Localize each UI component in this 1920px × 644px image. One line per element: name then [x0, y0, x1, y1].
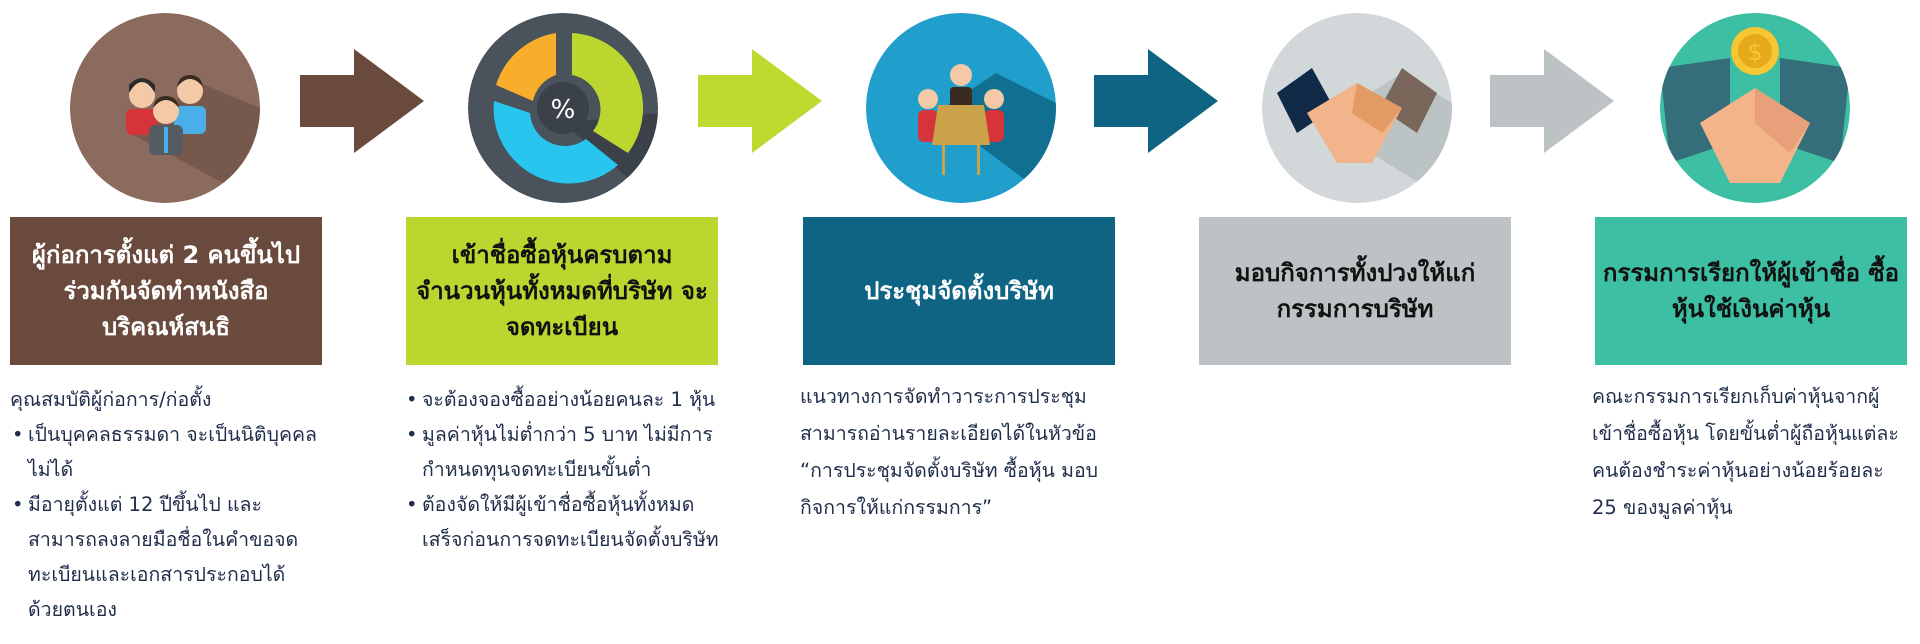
founders-group-icon [70, 13, 260, 203]
step-3-title: ประชุมจัดตั้งบริษัท [803, 217, 1115, 365]
meeting-icon [866, 13, 1056, 203]
flow-arrow-4 [1490, 49, 1614, 153]
percent-pie-chart-icon: % [468, 13, 658, 203]
handshake-icon [1262, 13, 1452, 203]
step-1-bullet: เป็นบุคคลธรรมดา จะเป็นนิติบุคคลไม่ได้ [10, 417, 320, 487]
coin-handshake-icon: $ [1660, 13, 1850, 203]
step-1-title: ผู้ก่อการตั้งแต่ 2 คนขึ้นไป ร่วมกันจัดทำ… [10, 217, 322, 365]
flow-arrow-3 [1094, 49, 1218, 153]
step-2-description: จะต้องจองซื้ออย่างน้อยคนละ 1 หุ้น มูลค่า… [404, 382, 734, 557]
step-3-intro: แนวทางการจัดทำวาระการประชุมสามารถอ่านราย… [800, 385, 1099, 519]
step-1-description: คุณสมบัติผู้ก่อการ/ก่อตั้ง เป็นบุคคลธรรม… [10, 382, 320, 627]
step-3-description: แนวทางการจัดทำวาระการประชุมสามารถอ่านราย… [800, 378, 1100, 526]
step-2-title: เข้าชื่อซื้อหุ้นครบตาม จำนวนหุ้นทั้งหมดท… [406, 217, 718, 365]
step-2-bullet: มูลค่าหุ้นไม่ต่ำกว่า 5 บาท ไม่มีการกำหนด… [404, 417, 734, 487]
svg-text:%: % [551, 95, 576, 125]
step-4-title: มอบกิจการทั้งปวงให้แก่ กรรมการบริษัท [1199, 217, 1511, 365]
step-2-bullet: จะต้องจองซื้ออย่างน้อยคนละ 1 หุ้น [404, 382, 734, 417]
flow-arrow-1 [300, 49, 424, 153]
step-5-intro: คณะกรรมการเรียกเก็บค่าหุ้นจากผู้เข้าชื่อ… [1592, 385, 1899, 519]
step-5-title: กรรมการเรียกให้ผู้เข้าชื่อ ซื้อหุ้นใช้เง… [1595, 217, 1907, 365]
step-5-description: คณะกรรมการเรียกเก็บค่าหุ้นจากผู้เข้าชื่อ… [1592, 378, 1910, 526]
step-1-intro: คุณสมบัติผู้ก่อการ/ก่อตั้ง [10, 388, 212, 411]
step-2-bullet: ต้องจัดให้มีผู้เข้าชื่อซื้อหุ้นทั้งหมดเส… [404, 487, 734, 557]
flow-arrow-2 [698, 49, 822, 153]
step-1-bullet: มีอายุตั้งแต่ 12 ปีขึ้นไป และสามารถลงลาย… [10, 487, 320, 627]
svg-text:$: $ [1747, 38, 1762, 66]
